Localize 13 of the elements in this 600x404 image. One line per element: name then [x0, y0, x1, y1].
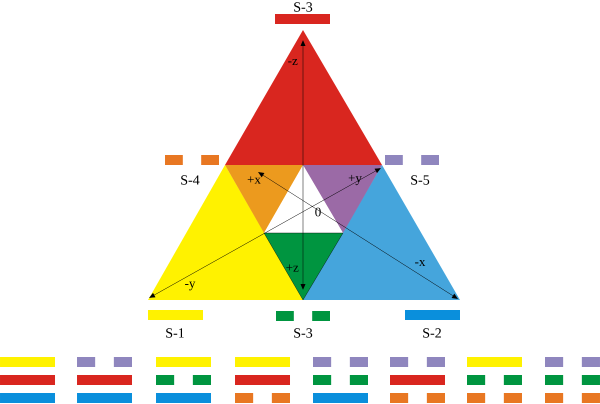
axis-label: -x	[415, 260, 426, 266]
axis-label: +y	[348, 174, 362, 186]
axis-label: S-3	[294, 328, 312, 338]
axis-label: S-1	[166, 328, 184, 338]
axis-label: +x	[248, 176, 261, 184]
axis-label: -y	[185, 282, 196, 290]
axis-label: 0	[315, 208, 321, 216]
axis-label: S-5	[411, 175, 430, 185]
axis-label: S-4	[181, 175, 200, 185]
axis-label: +z	[286, 264, 298, 272]
axis-label: S-3	[294, 2, 312, 12]
axis-label: S-2	[423, 328, 441, 338]
axis-label: -z	[288, 59, 298, 65]
